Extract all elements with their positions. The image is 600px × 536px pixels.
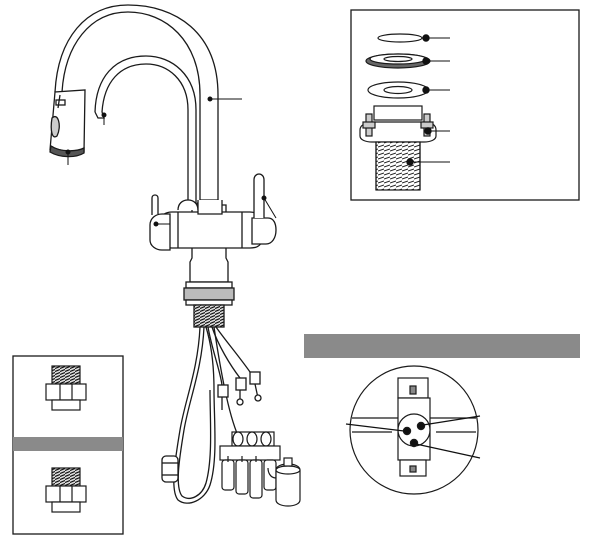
base-port-detail <box>345 365 481 495</box>
mounting-hardware-panel <box>350 9 580 201</box>
section-banner <box>304 334 580 358</box>
faucet-leader-lines <box>65 96 277 227</box>
connector-adapters-panel <box>12 355 124 535</box>
supply-hoses <box>161 326 262 504</box>
adapter-fitting-upper <box>45 365 87 411</box>
filter-system <box>219 431 301 507</box>
faucet-body <box>49 4 277 328</box>
adapter-fitting-lower <box>45 467 87 513</box>
adapter-divider-band <box>13 437 123 451</box>
